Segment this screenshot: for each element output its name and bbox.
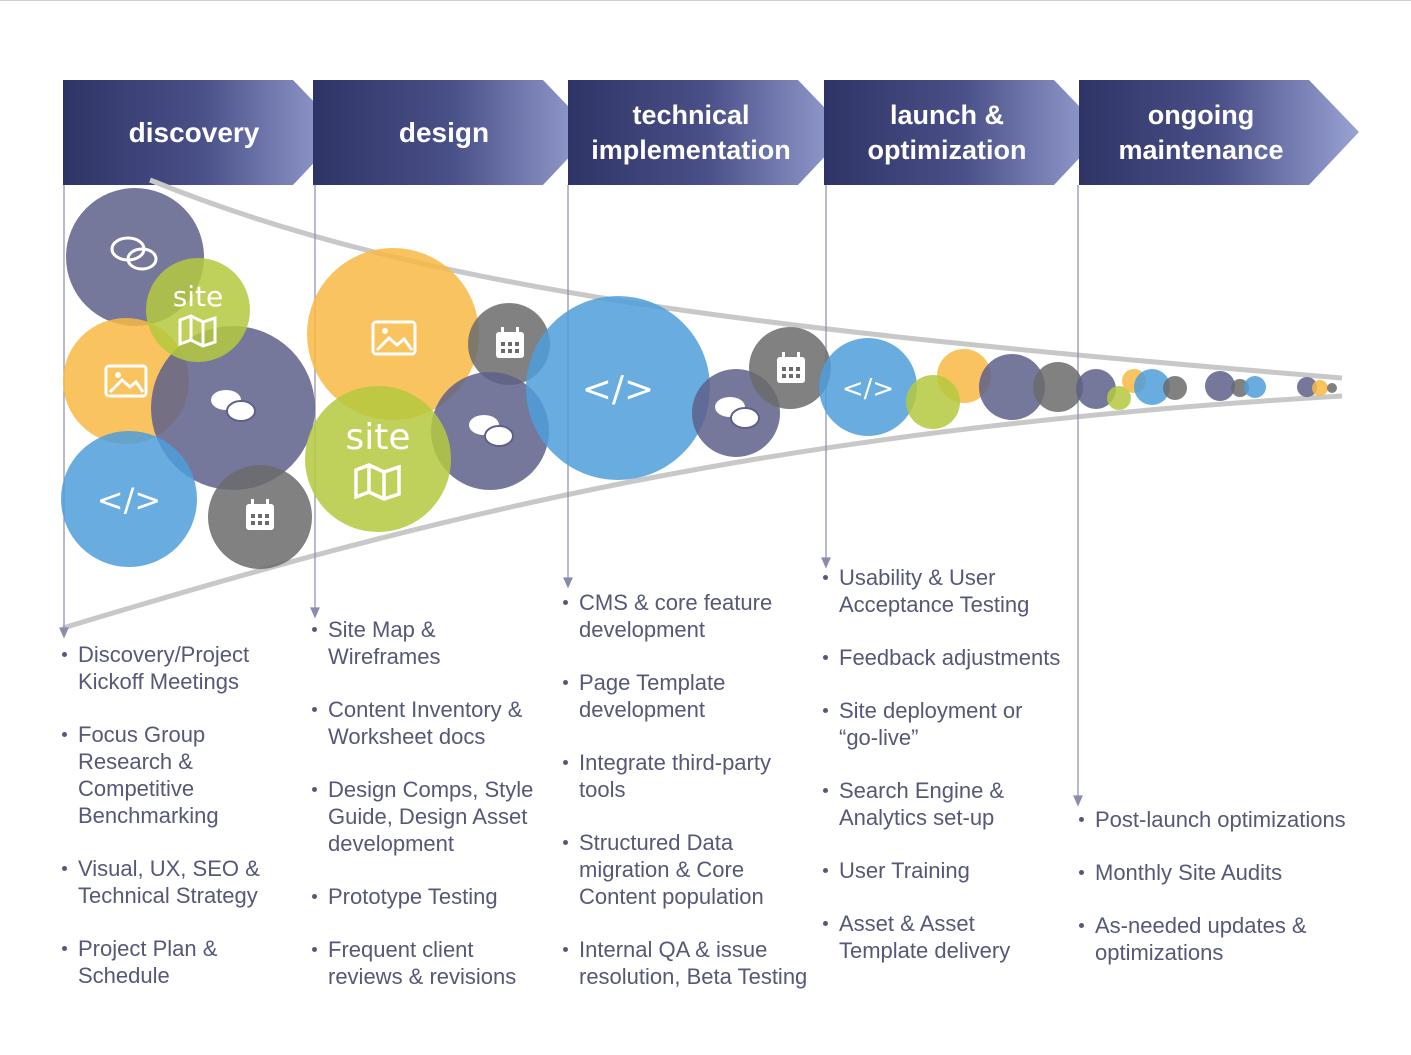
site-label: site [173,280,224,313]
list-item: Site Map & Wireframes [312,616,552,670]
image-icon [371,320,417,356]
top-border [0,0,1411,1]
phase-title-launch: launch & optimization [867,99,1027,165]
list-item: Integrate third-party tools [563,749,823,803]
phase-title-technical: technical implementation [591,99,791,165]
code-icon: </> [97,481,161,519]
phase-title-design: design [398,117,490,148]
launch-bubbles [819,338,1083,436]
list-item: Visual, UX, SEO & Technical Strategy [62,855,292,909]
chat-icon [110,236,158,271]
list-item: Usability & User Acceptance Testing [823,564,1063,618]
list-item: Site deployment or “go-live” [823,697,1063,751]
chat-icon [469,415,514,447]
map-icon [354,463,401,501]
image-icon [104,364,148,398]
funnel-bottom-curve [62,393,1343,631]
list-item: Content Inventory & Worksheet docs [312,696,552,750]
design-bubbles [305,248,550,532]
design-task-list: Site Map & Wireframes Content Inventory … [312,616,552,1016]
map-icon [178,314,217,348]
list-item: Focus Group Research & Competitive Bench… [62,721,292,829]
discovery-bubbles [61,188,315,569]
list-item: Structured Data migration & Core Content… [563,829,823,910]
site-label: site [345,417,410,458]
maintenance-task-list: Post-launch optimizations Monthly Site A… [1079,806,1349,992]
phase-title-discovery: discovery [128,117,260,148]
list-item: Project Plan & Schedule [62,935,292,989]
list-item: Design Comps, Style Guide, Design Asset … [312,776,552,857]
list-item: Post-launch optimizations [1079,806,1349,833]
list-item: Monthly Site Audits [1079,859,1349,886]
list-item: As-needed updates & optimizations [1079,912,1349,966]
list-item: Asset & Asset Template delivery [823,910,1063,964]
list-item: Search Engine & Analytics set-up [823,777,1063,831]
chat-icon [715,397,760,429]
phase-title-maintenance: ongoing maintenance [1118,99,1284,165]
banner-technical [568,80,848,185]
list-item: Feedback adjustments [823,644,1063,671]
banner-design [313,80,593,185]
chat-icon [211,390,256,422]
calendar-dots [251,342,800,525]
technical-task-list: CMS & core feature development Page Temp… [563,589,823,1016]
banner-discovery [63,80,343,185]
list-item: Prototype Testing [312,883,552,910]
code-icon: </> [842,374,894,404]
banner-maintenance [1079,80,1359,185]
discovery-task-list: Discovery/Project Kickoff Meetings Focus… [62,641,292,1015]
list-item: Page Template development [563,669,823,723]
list-item: Internal QA & issue resolution, Beta Tes… [563,936,823,990]
launch-task-list: Usability & User Acceptance Testing Feed… [823,564,1063,990]
maintenance-bubbles [1076,369,1337,410]
list-item: CMS & core feature development [563,589,823,643]
code-icon: </> [582,369,654,410]
banner-launch [824,80,1104,185]
list-item: User Training [823,857,1063,884]
list-item: Discovery/Project Kickoff Meetings [62,641,292,695]
list-item: Frequent client reviews & revisions [312,936,552,990]
